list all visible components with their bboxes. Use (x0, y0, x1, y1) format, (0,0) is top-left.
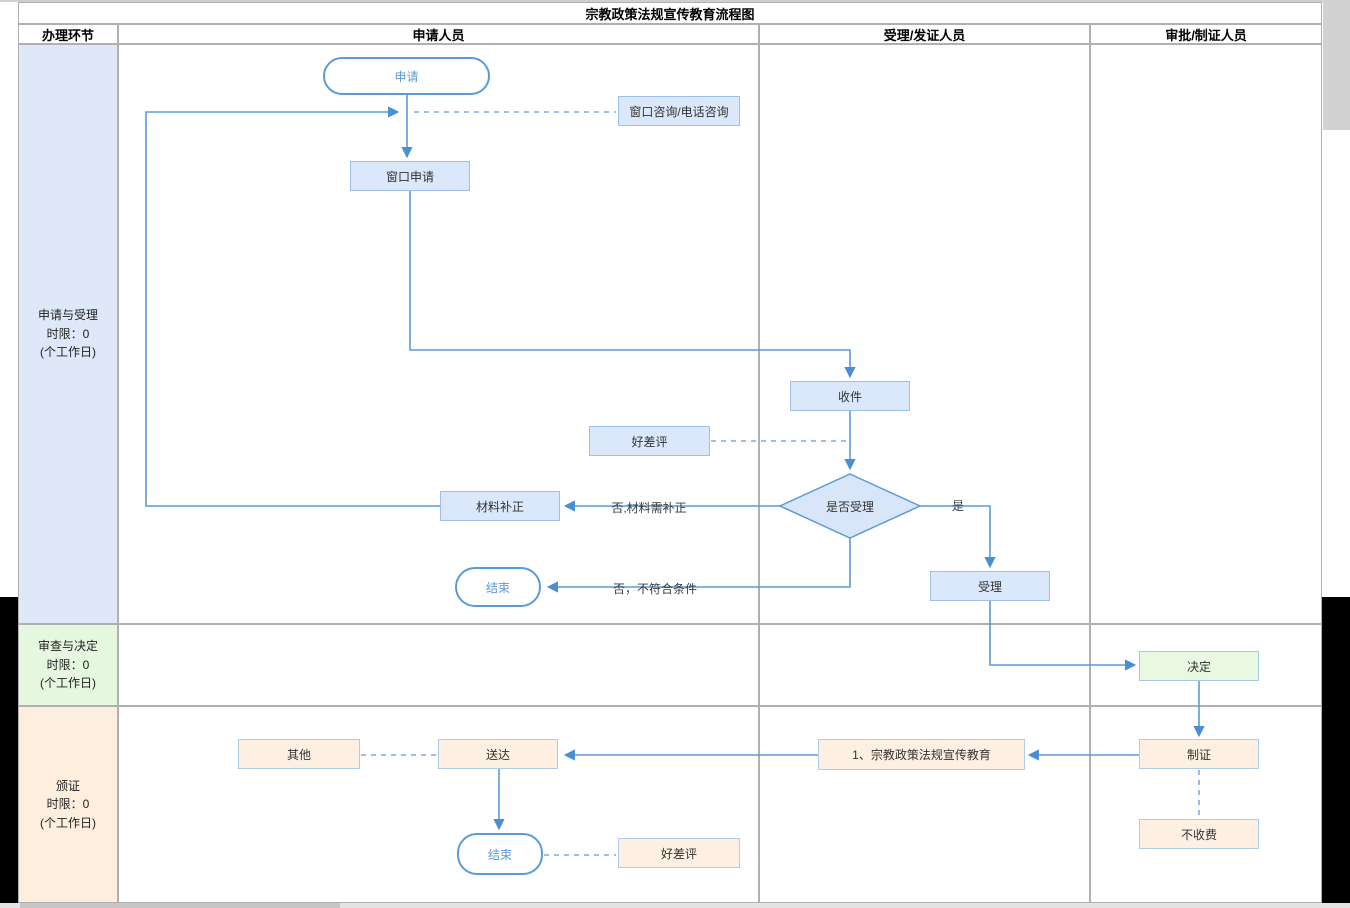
lane-label-issue-cert: 颁证 时限：0 (个工作日) (18, 706, 118, 903)
node-other: 其他 (238, 739, 360, 769)
lane2-col1-cell (118, 624, 759, 706)
lane-label-review-decide: 审查与决定 时限：0 (个工作日) (18, 624, 118, 706)
lane-label-apply-accept: 申请与受理 时限：0 (个工作日) (18, 44, 118, 624)
diagram-title: 宗教政策法规宣传教育流程图 (18, 2, 1322, 24)
connector-window-apply-to-receive (409, 191, 856, 379)
node-decision: 决定 (1139, 651, 1259, 681)
right-black-backdrop (1322, 597, 1350, 908)
lane-name: 申请与受理 (37, 308, 98, 323)
connector-decision-to-accept (920, 505, 996, 569)
vertical-scrollbar-thumb[interactable] (1323, 0, 1350, 130)
lane1-col3-cell (1090, 44, 1322, 624)
column-header-stage: 办理环节 (18, 24, 118, 44)
decision-diamond-shape (778, 473, 922, 539)
node-end-final: 结束 (457, 833, 543, 875)
node-evaluation-final: 好差评 (618, 838, 740, 868)
node-window-consult: 窗口咨询/电话咨询 (618, 96, 740, 126)
lane-unit: (个工作日) (40, 676, 96, 691)
node-edu-item: 1、宗教政策法规宣传教育 (818, 739, 1025, 770)
connector-material-fix-loop (145, 106, 440, 507)
node-accept: 受理 (930, 571, 1050, 601)
horizontal-scrollbar-thumb[interactable] (20, 903, 340, 908)
edge-label-no-material-fix: 否,材料需补正 (611, 501, 687, 515)
lane-name: 审查与决定 (37, 639, 98, 654)
lane-limit: 时限：0 (46, 657, 90, 672)
lane-limit: 时限：0 (46, 797, 90, 812)
lane1-col1-cell (118, 44, 759, 624)
lane-name: 颁证 (55, 778, 80, 793)
lane3-col3-cell (1090, 706, 1322, 903)
node-delivery: 送达 (438, 739, 558, 769)
lane-limit: 时限：0 (46, 326, 90, 341)
connector-accept-to-decide (989, 601, 1137, 671)
connector-decision-to-end-mid (546, 538, 851, 593)
node-accept-decision: 是否受理 (825, 499, 874, 514)
node-cert-making: 制证 (1139, 739, 1259, 769)
node-receive: 收件 (790, 381, 910, 411)
node-end-mid: 结束 (455, 567, 541, 607)
edge-label-no-reject: 否，不符合条件 (612, 582, 697, 596)
node-window-apply: 窗口申请 (350, 161, 470, 191)
node-no-fee: 不收费 (1139, 819, 1259, 849)
node-material-correction: 材料补正 (440, 491, 560, 521)
node-evaluation-mid: 好差评 (589, 426, 710, 456)
column-header-approver: 审批/制证人员 (1090, 24, 1322, 44)
lane3-col2-cell (759, 706, 1090, 903)
node-apply-start: 申请 (323, 57, 490, 95)
left-black-backdrop (0, 597, 18, 908)
horizontal-scrollbar-track[interactable] (0, 903, 1350, 908)
lane-unit: (个工作日) (40, 345, 96, 360)
top-border-strip (0, 0, 1350, 2)
edge-label-yes: 是 (951, 499, 964, 513)
column-header-applicant: 申请人员 (118, 24, 759, 44)
lane3-col1-cell (118, 706, 759, 903)
lane1-col2-cell (759, 44, 1090, 624)
lane-unit: (个工作日) (40, 815, 96, 830)
column-header-acceptor: 受理/发证人员 (759, 24, 1090, 44)
